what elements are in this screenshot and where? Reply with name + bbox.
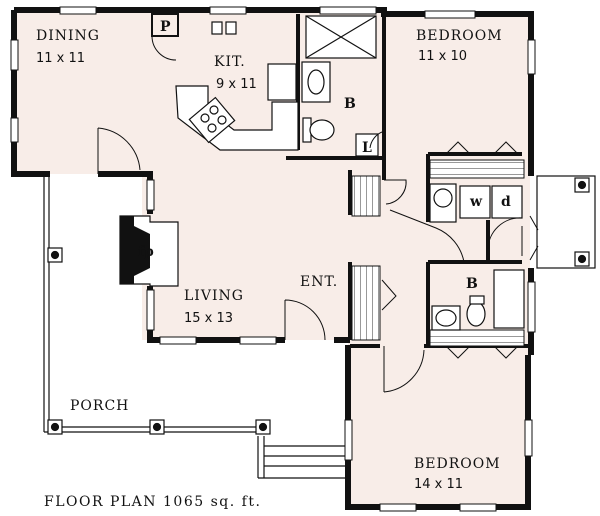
floor-plan-caption: FLOOR PLAN 1065 sq. ft. [44, 494, 261, 510]
dryer [491, 185, 523, 219]
entry-label: ENT. [300, 274, 338, 290]
floor-fill [14, 10, 530, 505]
room-size-living: 15 x 13 [184, 311, 233, 326]
room-label-living: LIVING [184, 288, 244, 304]
linen-label: L [362, 140, 372, 156]
toilet-icon [466, 301, 486, 327]
pantry [151, 13, 179, 61]
room-size-bedroom-1: 11 x 10 [418, 49, 467, 64]
windows [10, 6, 536, 512]
fireplace-label: fp [138, 244, 154, 260]
toilet-icon [309, 119, 335, 141]
sink-icon [307, 69, 325, 95]
porch [43, 172, 348, 479]
room-size-bedroom-2: 14 x 11 [414, 477, 463, 492]
door-swings [97, 127, 539, 393]
cooktop [188, 96, 236, 144]
room-label-dining: DINING [36, 28, 100, 44]
porch-label: PORCH [70, 398, 129, 414]
caption-area: 1065 [163, 494, 205, 510]
room-label-bedroom-2: BEDROOM [414, 456, 501, 472]
bath-2-label: B [466, 276, 478, 292]
laundry [429, 183, 523, 223]
sink [211, 21, 223, 35]
refrigerator [267, 63, 297, 101]
pantry-label: P [160, 19, 171, 35]
room-size-dining: 11 x 11 [36, 51, 85, 66]
bath-2-fixtures [431, 269, 525, 331]
caption-prefix: FLOOR PLAN [44, 494, 157, 510]
room-size-kitchen: 9 x 11 [216, 77, 257, 92]
side-deck [536, 175, 596, 269]
kitchen-counters [175, 21, 299, 151]
dryer-label: d [501, 194, 511, 210]
bathtub [493, 269, 525, 329]
caption-unit: sq. ft. [211, 494, 262, 510]
washer [459, 185, 491, 219]
washer-label: w [469, 194, 483, 210]
sink-icon [435, 309, 457, 327]
room-label-kitchen: KIT. [214, 54, 246, 70]
closets [351, 159, 525, 347]
bath-1-label: B [344, 96, 356, 112]
room-label-bedroom-1: BEDROOM [416, 28, 503, 44]
fireplace [119, 215, 179, 287]
